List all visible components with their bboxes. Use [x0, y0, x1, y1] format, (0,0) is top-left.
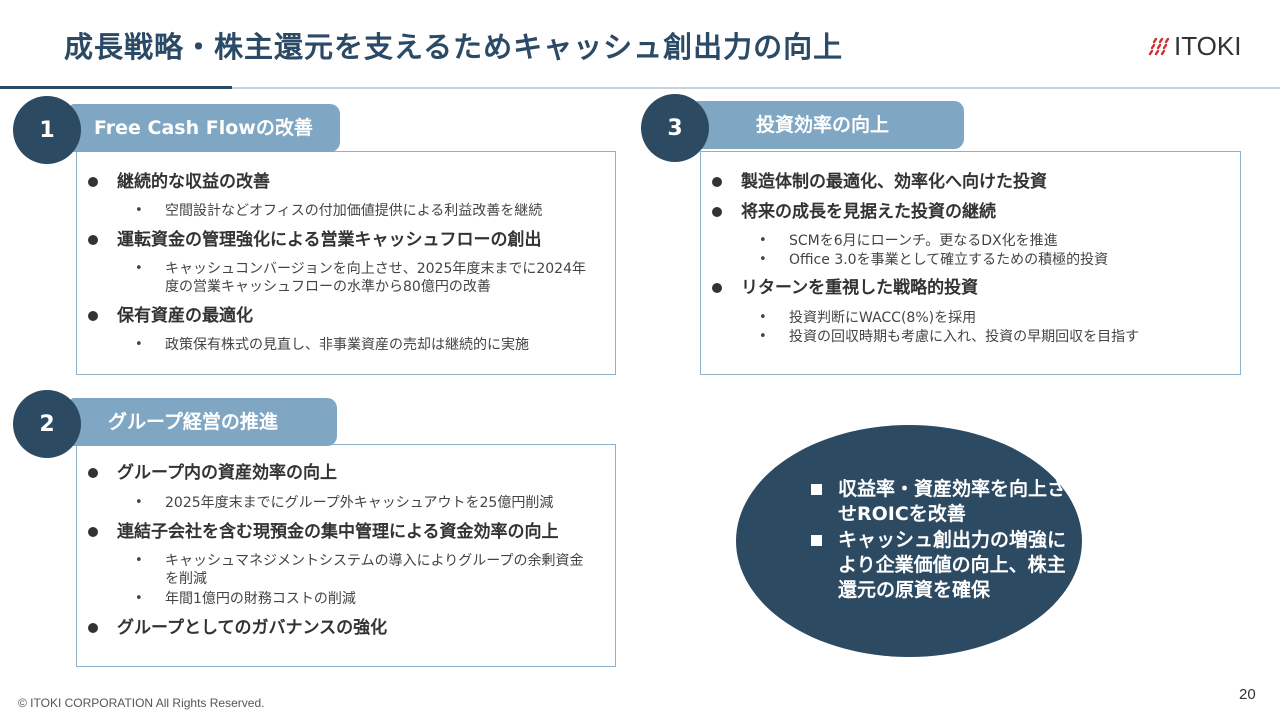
copyright-footer: © ITOKI CORPORATION All Rights Reserved.	[18, 696, 265, 710]
list-item: 継続的な収益の改善	[88, 172, 270, 192]
list-item: グループとしてのガバナンスの強化	[87, 618, 388, 638]
company-logo: ITOKI	[1146, 31, 1241, 61]
summary-item: キャッシュ創出力の増強により企業価値の向上、株主還元の原資を確保	[811, 528, 1070, 603]
list-subitem: 空間設計などオフィスの付加価値提供による利益改善を継続	[135, 202, 605, 220]
list-item: グループ内の資産効率の向上	[88, 463, 337, 483]
header-rule-accent	[0, 86, 232, 89]
list-item: 連結子会社を含む現預金の集中管理による資金効率の向上	[88, 522, 559, 542]
itoki-logo-icon	[1148, 37, 1170, 56]
list-subitem: 投資判断にWACC(8%)を採用	[759, 309, 1229, 327]
list-subitem: 政策保有株式の見直し、非事業資産の売却は継続的に実施	[135, 336, 605, 354]
summary-ellipse	[736, 425, 1082, 657]
section-2-number: 2	[13, 390, 81, 458]
list-item: 保有資産の最適化	[88, 306, 253, 326]
list-subitem: キャッシュマネジメントシステムの導入によりグループの余剰資金を削減	[135, 552, 597, 588]
list-item: 将来の成長を見据えた投資の継続	[712, 202, 996, 222]
section-3-heading: 投資効率の向上	[694, 101, 964, 149]
list-subitem: SCMを6月にローンチ。更なるDX化を推進	[759, 232, 1229, 250]
list-item: 製造体制の最適化、効率化へ向けた投資	[712, 172, 1047, 192]
list-item: リターンを重視した戦略的投資	[711, 278, 979, 298]
list-subitem: 投資の回収時期も考慮に入れ、投資の早期回収を目指す	[759, 328, 1229, 346]
list-item: 運転資金の管理強化による営業キャッシュフローの創出	[88, 230, 542, 250]
section-1-heading: Free Cash Flowの改善	[70, 104, 340, 152]
list-subitem: 2025年度末までにグループ外キャッシュアウトを25億円削減	[135, 494, 605, 512]
page-number: 20	[1239, 686, 1256, 703]
page-title: 成長戦略・株主還元を支えるためキャッシュ創出力の向上	[64, 30, 844, 64]
list-subitem: Office 3.0を事業として確立するための積極的投資	[759, 251, 1229, 269]
header-rule	[232, 87, 1280, 89]
section-2-heading: グループ経営の推進	[70, 398, 337, 446]
summary-item: 収益率・資産効率を向上させROICを改善	[811, 477, 1070, 527]
section-3-number: 3	[641, 94, 709, 162]
logo-text: ITOKI	[1174, 31, 1242, 61]
section-1-number: 1	[13, 96, 81, 164]
list-subitem: 年間1億円の財務コストの削減	[135, 590, 605, 608]
list-subitem: キャッシュコンバージョンを向上させ、2025年度末までに2024年度の営業キャッ…	[135, 260, 593, 296]
